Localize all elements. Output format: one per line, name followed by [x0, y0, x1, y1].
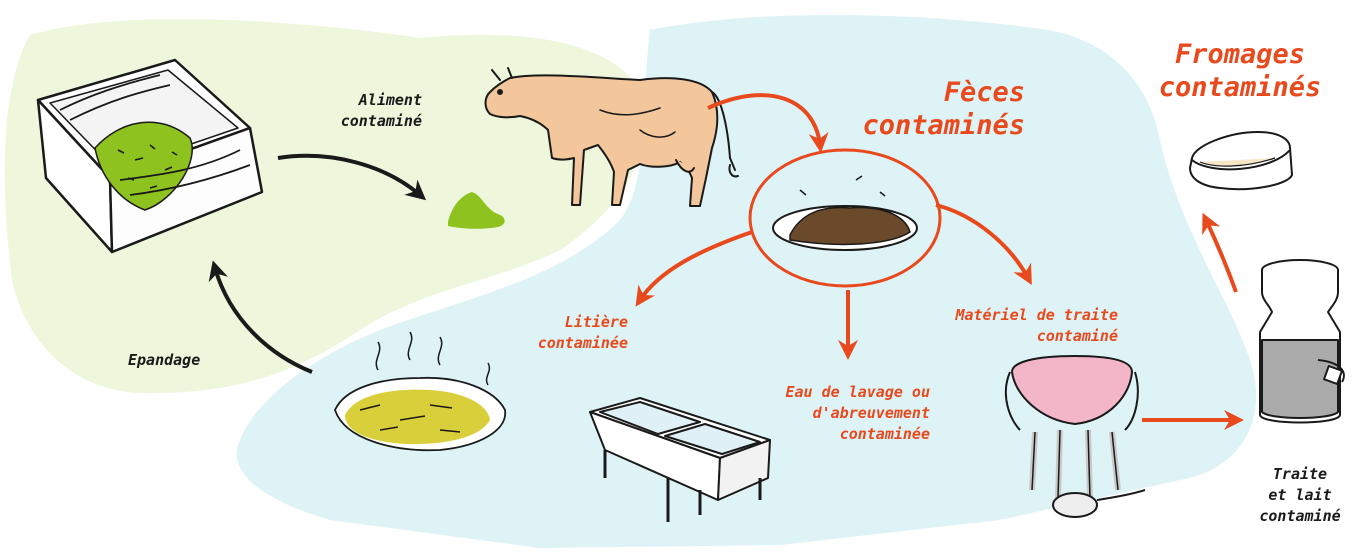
label-epandage: Epandage [128, 350, 248, 371]
cheese-icon [1190, 132, 1292, 189]
milk-can-icon [1260, 260, 1344, 423]
label-aliment: Aliment contaminé [300, 90, 422, 132]
label-traite: Traite et lait contaminé [1248, 464, 1352, 527]
label-feces: Fèces contaminés [825, 76, 1025, 142]
label-eau: Eau de lavage ou d'abreuvement contaminé… [745, 382, 930, 445]
label-litiere: Litière contaminée [500, 312, 628, 354]
label-materiel: Matériel de traite contaminé [938, 305, 1118, 347]
label-fromages: Fromages contaminés [1140, 38, 1340, 104]
